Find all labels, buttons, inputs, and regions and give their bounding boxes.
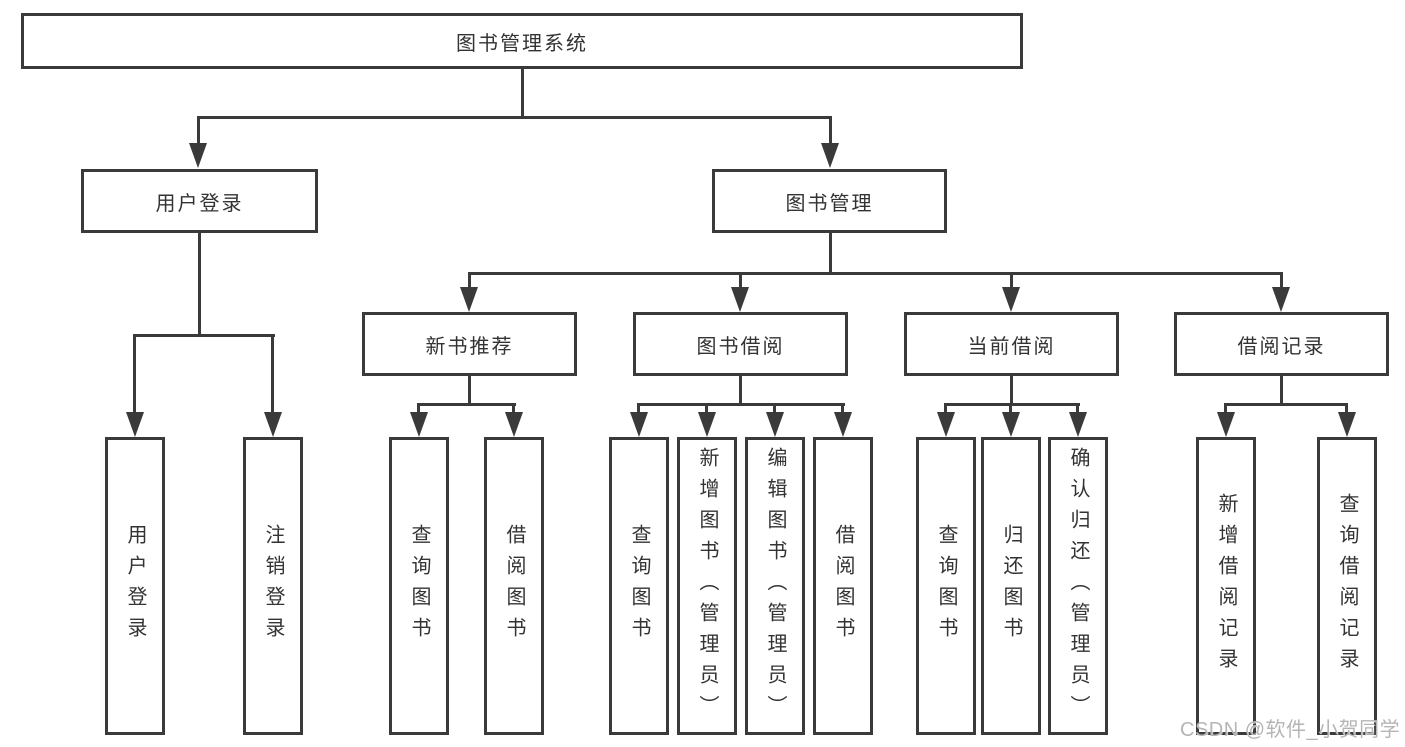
arrowhead-leaf [937, 412, 955, 437]
leaf-user-login: 用户登录 [105, 437, 165, 735]
connector-records-stub [1280, 376, 1283, 406]
arrowhead-current [1002, 287, 1020, 312]
node-borrowing-records: 借阅记录 [1174, 312, 1389, 376]
leaf-logout: 注销登录 [243, 437, 303, 735]
arrowhead-leaf [1069, 412, 1087, 437]
connector-stem-leaf [841, 403, 844, 417]
connector-borrowing-stub [739, 376, 742, 406]
node-new-book-recommend-label: 新书推荐 [425, 335, 514, 358]
arrowhead-records [1272, 287, 1290, 312]
arrowhead-leaf [766, 412, 784, 437]
arrowhead-leaf-login [126, 412, 144, 437]
node-new-book-recommend: 新书推荐 [362, 312, 577, 376]
node-user-login-label: 用户登录 [155, 192, 244, 215]
node-current-borrowing: 当前借阅 [904, 312, 1119, 376]
connector-stem-leaf [417, 403, 420, 417]
node-current-borrowing-label: 当前借阅 [967, 335, 1056, 358]
leaf-query-books-borrowing: 查询图书 [609, 437, 669, 735]
leaf-query-borrow-record: 查询借阅记录 [1317, 437, 1377, 735]
connector-stem-leaf [705, 403, 708, 417]
leaf-confirm-return-admin: 确认归还（管理员） [1048, 437, 1108, 735]
connector-stem-leaf [944, 403, 947, 417]
node-root: 图书管理系统 [21, 13, 1023, 69]
connector-stem-records [1280, 272, 1283, 290]
arrowhead-leaf [1002, 412, 1020, 437]
csdn-watermark: CSDN @软件_小贺同学 [1180, 719, 1401, 741]
leaf-query-books-current: 查询图书 [916, 437, 976, 735]
node-book-management: 图书管理 [712, 169, 947, 233]
connector-stem-book-management [829, 116, 832, 146]
connector-stem-leaf [773, 403, 776, 417]
connector-rail-records [1224, 403, 1348, 406]
node-book-borrowing: 图书借阅 [633, 312, 848, 376]
leaf-return-books: 归还图书 [981, 437, 1041, 735]
connector-book-management-stub [829, 233, 832, 275]
arrowhead-leaf-logout [264, 412, 282, 437]
connector-root-stub [521, 67, 524, 119]
connector-rail-recommend [417, 403, 516, 406]
connector-stem-leaf-logout [271, 334, 274, 414]
leaf-borrow-books: 借阅图书 [813, 437, 873, 735]
arrowhead-leaf [505, 412, 523, 437]
connector-stem-leaf [1345, 403, 1348, 417]
leaf-add-books-admin: 新增图书（管理员） [677, 437, 737, 735]
arrowhead-leaf [698, 412, 716, 437]
node-user-login: 用户登录 [81, 169, 318, 233]
arrowhead-leaf [834, 412, 852, 437]
connector-stem-user-login [197, 116, 200, 146]
connector-rail-level2 [197, 116, 832, 119]
connector-rail-borrowing [637, 403, 845, 406]
connector-rail-current [944, 403, 1080, 406]
connector-stem-leaf [1076, 403, 1079, 417]
connector-stem-current [1010, 272, 1013, 290]
connector-stem-leaf [512, 403, 515, 417]
leaf-add-borrow-record: 新增借阅记录 [1196, 437, 1256, 735]
node-borrowing-records-label: 借阅记录 [1237, 335, 1326, 358]
arrowhead-leaf [410, 412, 428, 437]
connector-recommend-stub [468, 376, 471, 406]
connector-stem-recommend [468, 272, 471, 290]
connector-user-login-stub [198, 233, 201, 337]
leaf-edit-books-admin: 编辑图书（管理员） [745, 437, 805, 735]
connector-stem-leaf [1224, 403, 1227, 417]
arrowhead-leaf [630, 412, 648, 437]
leaf-query-books-recommend: 查询图书 [389, 437, 449, 735]
arrowhead-leaf [1217, 412, 1235, 437]
connector-stem-leaf-login [133, 334, 136, 414]
connector-rail-level3 [468, 272, 1282, 275]
connector-rail-user-login [133, 334, 275, 337]
node-root-label: 图书管理系统 [456, 32, 588, 55]
connector-stem-leaf [637, 403, 640, 417]
arrowhead-book-management [821, 143, 839, 168]
arrowhead-leaf [1338, 412, 1356, 437]
node-book-borrowing-label: 图书借阅 [696, 335, 785, 358]
arrowhead-user-login [189, 143, 207, 168]
arrowhead-recommend [460, 287, 478, 312]
connector-stem-leaf [1009, 403, 1012, 417]
connector-stem-borrowing [739, 272, 742, 290]
leaf-borrow-books-recommend: 借阅图书 [484, 437, 544, 735]
arrowhead-borrowing [731, 287, 749, 312]
connector-current-stub [1010, 376, 1013, 406]
node-book-management-label: 图书管理 [785, 192, 874, 215]
